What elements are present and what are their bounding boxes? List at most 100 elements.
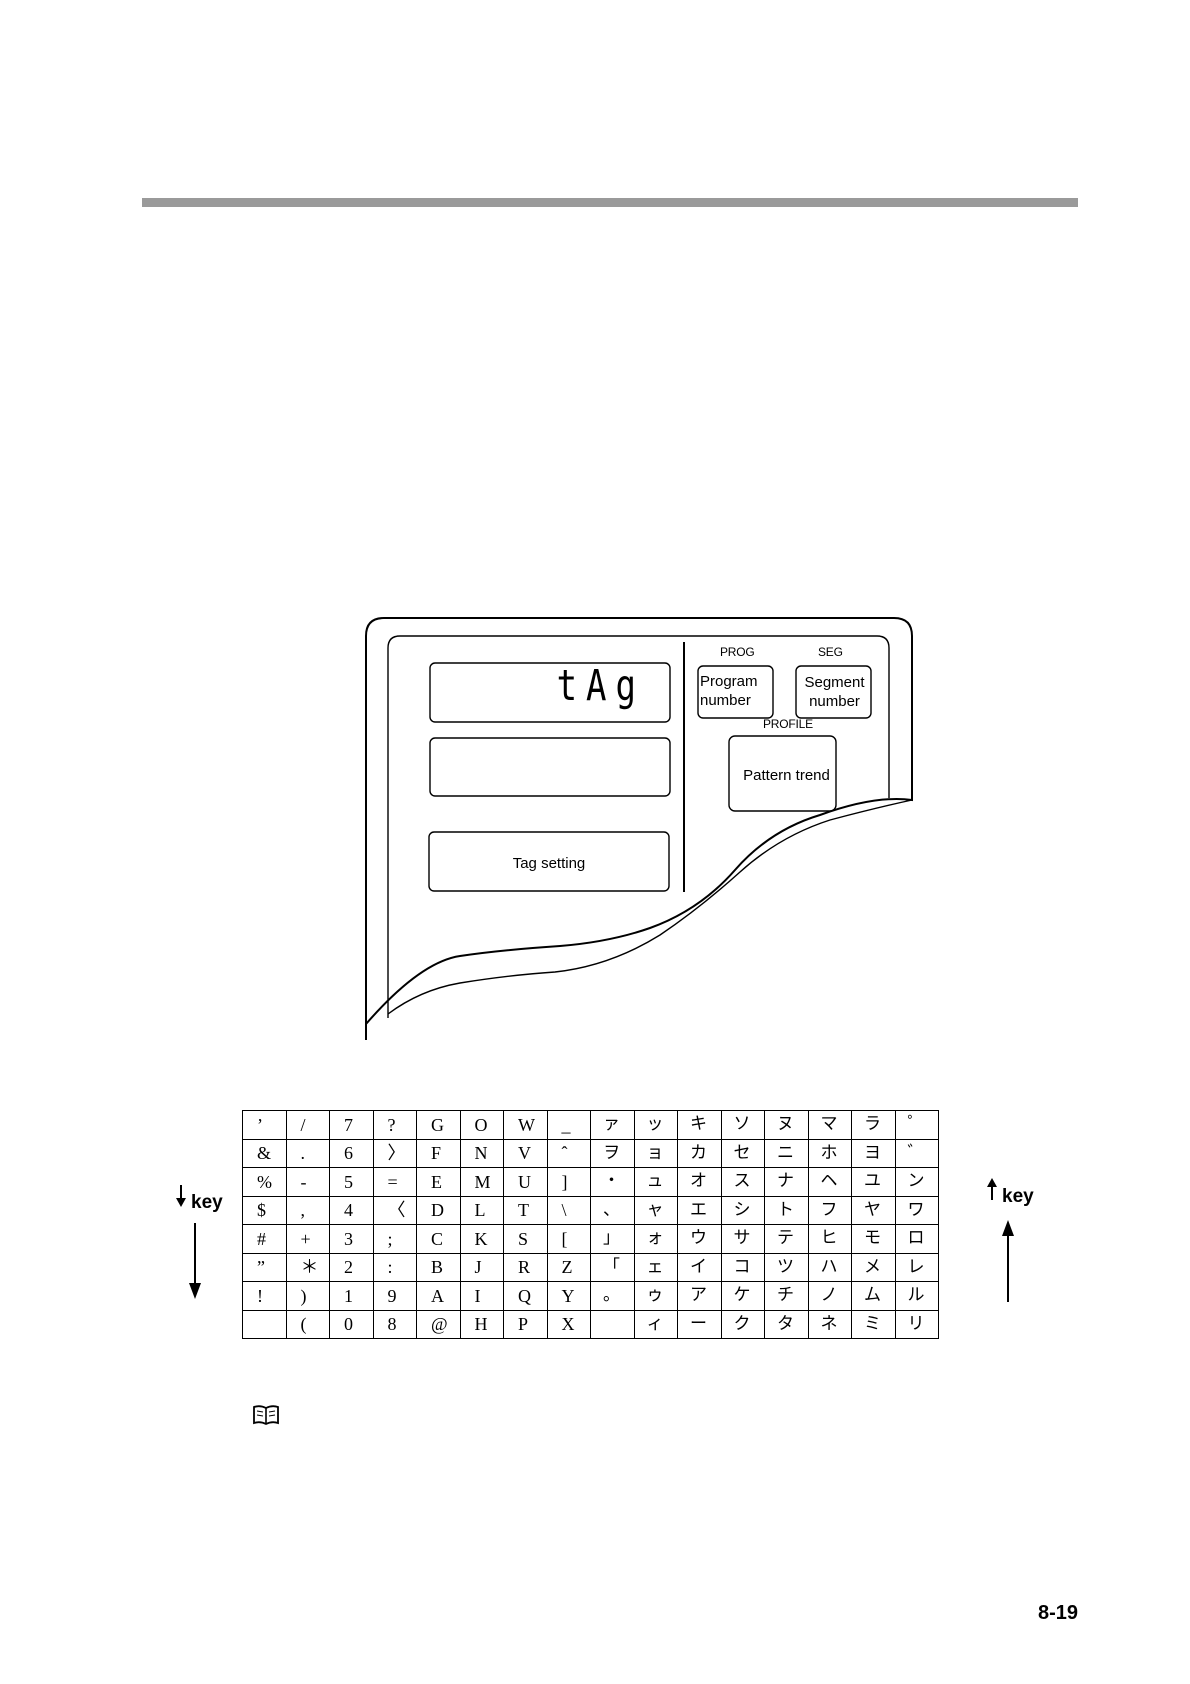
table-cell: ˆ (546, 1138, 591, 1168)
tag-setting-key[interactable]: Tag setting (512, 855, 586, 872)
table-cell: 「 (590, 1252, 635, 1282)
table-cell: , (285, 1195, 330, 1225)
table-cell: ” (242, 1252, 287, 1282)
table-cell: ゜ (894, 1110, 939, 1140)
table-cell: ン (894, 1167, 939, 1197)
front-panel-drawing (365, 617, 913, 1040)
table-cell: Q (503, 1281, 548, 1311)
table-cell: Y (546, 1281, 591, 1311)
table-cell: ウ (677, 1224, 722, 1254)
table-cell: ー (677, 1309, 722, 1339)
up-direction-arrow-icon (1002, 1220, 1014, 1302)
table-cell: チ (764, 1281, 809, 1311)
table-cell: G (416, 1110, 461, 1140)
prog-label: PROG (720, 645, 755, 659)
table-cell: ム (851, 1281, 896, 1311)
table-cell: マ (807, 1110, 852, 1140)
table-cell: 」 (590, 1224, 635, 1254)
table-cell: キ (677, 1110, 722, 1140)
table-cell: E (416, 1167, 461, 1197)
table-cell: ソ (720, 1110, 765, 1140)
table-cell: J (459, 1252, 504, 1282)
table-cell: ゥ (633, 1281, 678, 1311)
table-cell: ハ (807, 1252, 852, 1282)
profile-label: PROFILE (763, 717, 813, 731)
table-cell: モ (851, 1224, 896, 1254)
book-icon (253, 1405, 279, 1426)
table-cell: P (503, 1309, 548, 1339)
table-cell: レ (894, 1252, 939, 1282)
table-cell: [ (546, 1224, 591, 1254)
table-cell: ュ (633, 1167, 678, 1197)
table-cell: O (459, 1110, 504, 1140)
table-cell: W (503, 1110, 548, 1140)
table-cell: ル (894, 1281, 939, 1311)
table-cell: メ (851, 1252, 896, 1282)
page-number: 8-19 (1038, 1602, 1079, 1624)
table-cell: 9 (372, 1281, 417, 1311)
table-cell: カ (677, 1138, 722, 1168)
table-cell: ? (372, 1110, 417, 1140)
table-cell: ョ (633, 1138, 678, 1168)
table-cell: 7 (329, 1110, 374, 1140)
table-cell: Z (546, 1252, 591, 1282)
table-cell: U (503, 1167, 548, 1197)
program-number-key[interactable]: Program number (700, 673, 758, 709)
table-cell: I (459, 1281, 504, 1311)
table-cell: C (416, 1224, 461, 1254)
table-cell: ’ (242, 1110, 287, 1140)
table-cell: ヌ (764, 1110, 809, 1140)
table-cell: ・ (590, 1167, 635, 1197)
table-cell: ] (546, 1167, 591, 1197)
table-cell (242, 1309, 287, 1339)
table-cell: 〉 (372, 1138, 417, 1168)
table-cell: F (416, 1138, 461, 1168)
table-cell: 〈 (372, 1195, 417, 1225)
table-cell: ス (720, 1167, 765, 1197)
table-cell: L (459, 1195, 504, 1225)
table-cell: : (372, 1252, 417, 1282)
table-cell: ツ (764, 1252, 809, 1282)
seg-label: SEG (818, 645, 843, 659)
table-cell: $ (242, 1195, 287, 1225)
table-cell: ラ (851, 1110, 896, 1140)
table-cell: フ (807, 1195, 852, 1225)
table-cell: B (416, 1252, 461, 1282)
table-cell: _ (546, 1110, 591, 1140)
pv-display: tAg (556, 661, 645, 711)
table-cell: ト (764, 1195, 809, 1225)
table-cell: / (285, 1110, 330, 1140)
table-cell: 6 (329, 1138, 374, 1168)
table-cell: + (285, 1224, 330, 1254)
table-cell: N (459, 1138, 504, 1168)
table-cell: D (416, 1195, 461, 1225)
table-cell: ミ (851, 1309, 896, 1339)
pattern-trend-key[interactable]: Pattern trend (743, 767, 830, 784)
table-cell (590, 1309, 635, 1339)
table-cell: ア (677, 1281, 722, 1311)
table-cell: S (503, 1224, 548, 1254)
table-cell: M (459, 1167, 504, 1197)
table-cell: エ (677, 1195, 722, 1225)
table-cell: ニ (764, 1138, 809, 1168)
table-cell: \ (546, 1195, 591, 1225)
table-cell: = (372, 1167, 417, 1197)
table-cell: 。 (590, 1281, 635, 1311)
table-cell: ッ (633, 1110, 678, 1140)
segment-number-key[interactable]: Segment number (804, 674, 865, 710)
table-cell: . (285, 1138, 330, 1168)
table-cell: コ (720, 1252, 765, 1282)
table-cell: X (546, 1309, 591, 1339)
table-cell: タ (764, 1309, 809, 1339)
table-cell: ク (720, 1309, 765, 1339)
table-cell: ヒ (807, 1224, 852, 1254)
table-cell: H (459, 1309, 504, 1339)
